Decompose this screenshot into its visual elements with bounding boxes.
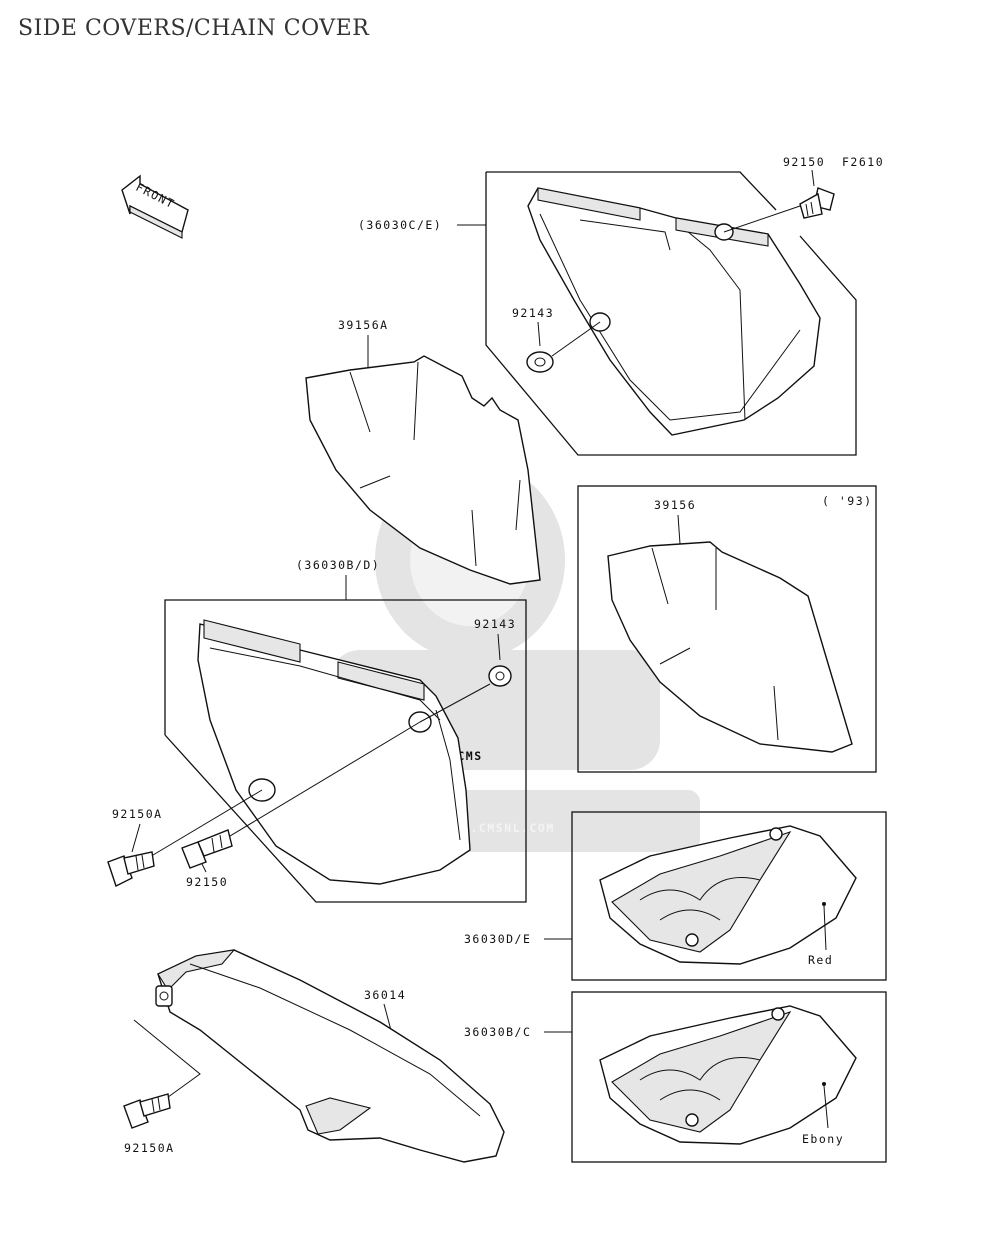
bolt-92150A-bottom <box>123 1093 171 1129</box>
left-side-cover-group: (36030B/D) 92143 92150A 92150 <box>107 558 527 903</box>
bolt-92150-mid <box>181 829 233 869</box>
decal-39156 <box>607 541 853 753</box>
color-label-red: Red <box>808 953 833 967</box>
chain-cover-group: 36014 92150A <box>123 949 505 1163</box>
callout-92143-mid: 92143 <box>474 617 516 631</box>
callout-92143-top: 92143 <box>512 306 554 320</box>
callout-39156A: 39156A <box>338 318 389 332</box>
grommet-92143-mid <box>488 665 512 687</box>
grommet-92143-top <box>526 351 554 373</box>
figure-code: F2610 <box>842 155 884 169</box>
callout-92150-top: 92150 <box>783 155 825 169</box>
callout-36030DE: 36030D/E <box>464 932 531 946</box>
callout-36014: 36014 <box>364 988 406 1002</box>
watermark-brand: CMS <box>457 749 482 763</box>
right-side-cover <box>527 187 821 436</box>
right-side-cover-group: (36030C/E) 92150 92143 <box>358 155 857 456</box>
decorated-cover-ebony-group: 36030B/C Ebony <box>464 991 887 1163</box>
bolt-92150-top <box>799 187 835 219</box>
callout-36030BD: (36030B/D) <box>296 558 380 572</box>
page-title: SIDE COVERS/CHAIN COVER <box>18 16 370 41</box>
callout-92150A-left: 92150A <box>112 807 163 821</box>
callout-92150-mid: 92150 <box>186 875 228 889</box>
callout-36030CE: (36030C/E) <box>358 218 442 232</box>
callout-39156: 39156 <box>654 498 696 512</box>
color-label-ebony: Ebony <box>802 1132 844 1146</box>
front-arrow: FRONT <box>121 174 189 239</box>
callout-92150A-bottom: 92150A <box>124 1141 175 1155</box>
decal-39156A: 39156A <box>305 318 541 585</box>
decorated-cover-red-group: 36030D/E Red <box>464 811 887 981</box>
chain-cover <box>157 949 505 1163</box>
bolt-92150A-left <box>107 851 155 887</box>
decal-39156-group: ( '93) 39156 <box>577 485 877 773</box>
variant-note: ( '93) <box>822 494 873 508</box>
callout-36030BC: 36030B/C <box>464 1025 531 1039</box>
